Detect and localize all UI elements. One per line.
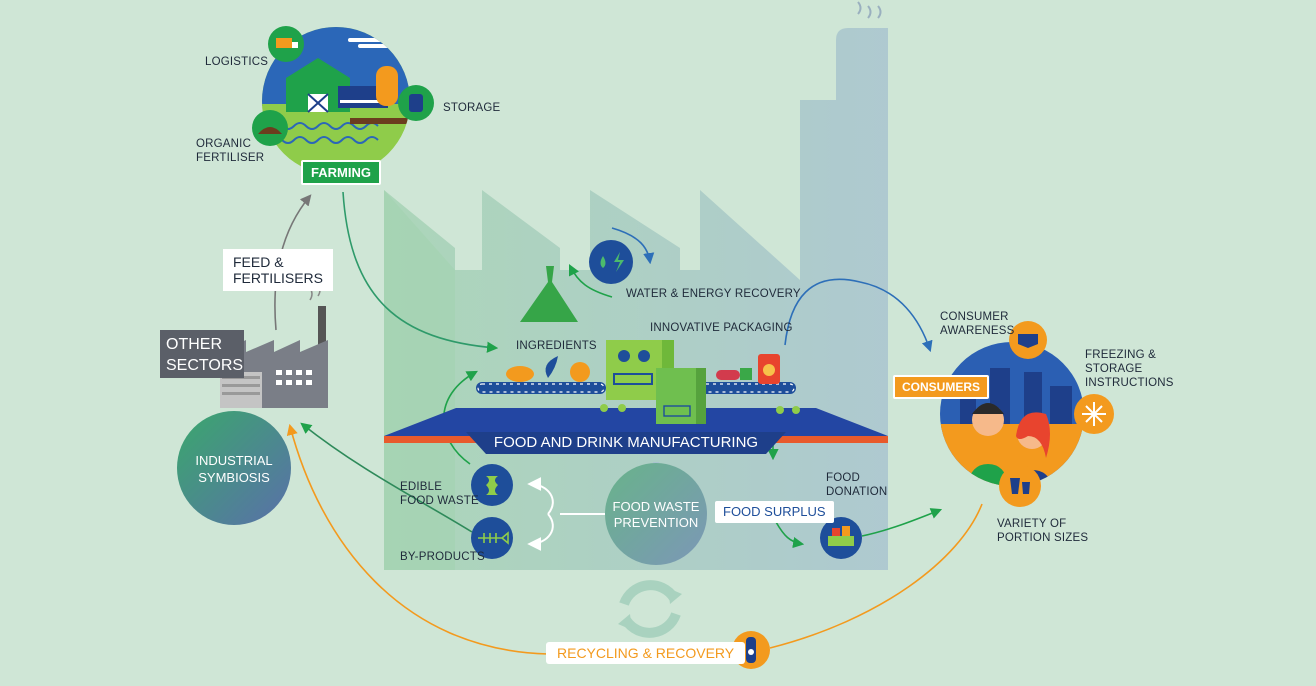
- other-sectors-factory: [220, 283, 328, 408]
- industrial-symbiosis-label: INDUSTRIAL SYMBIOSIS: [195, 453, 273, 485]
- edible-food-waste-icon: [471, 464, 513, 506]
- edible-food-waste-label: EDIBLE FOOD WASTE: [400, 481, 479, 507]
- food-surplus-label: FOOD SURPLUS: [715, 501, 834, 523]
- innovative-packaging-label: INNOVATIVE PACKAGING: [650, 322, 793, 334]
- consumers-tag: CONSUMERS: [893, 375, 990, 399]
- farming-tag: FARMING: [301, 160, 381, 185]
- manufacturing-title: FOOD AND DRINK MANUFACTURING: [493, 434, 759, 451]
- freezing-storage-label: FREEZING & STORAGE INSTRUCTIONS: [1085, 349, 1174, 389]
- water-energy-label: WATER & ENERGY RECOVERY: [626, 288, 801, 300]
- other-sectors-label: OTHER SECTORS: [160, 330, 244, 378]
- feed-fertilisers-label: FEED & FERTILISERS: [223, 249, 333, 291]
- by-products-icon: [471, 517, 513, 559]
- industrial-symbiosis-circle: [177, 411, 291, 525]
- recycle-arrows-icon: [618, 580, 682, 638]
- food-donation-icon: [820, 517, 862, 559]
- portion-sizes-label: VARIETY OF PORTION SIZES: [997, 518, 1089, 544]
- food-donation-label: FOOD DONATION: [826, 472, 888, 498]
- food-waste-prevention-circle: [605, 463, 707, 565]
- organic-fertiliser-label: ORGANIC FERTILISER: [196, 138, 265, 164]
- by-products-label: BY-PRODUCTS: [400, 551, 485, 563]
- food-waste-prevention-label: FOOD WASTE PREVENTION: [612, 499, 700, 530]
- manufacturing-floor: [384, 408, 888, 454]
- recycling-recovery-label: RECYCLING & RECOVERY: [546, 642, 746, 664]
- ingredients-label: INGREDIENTS: [516, 340, 597, 352]
- logistics-label: LOGISTICS: [205, 56, 269, 68]
- storage-label: STORAGE: [443, 102, 501, 114]
- water-energy-icon: [589, 240, 633, 284]
- consumer-awareness-label: CONSUMER AWARENESS: [940, 311, 1015, 337]
- production-line: [476, 266, 800, 424]
